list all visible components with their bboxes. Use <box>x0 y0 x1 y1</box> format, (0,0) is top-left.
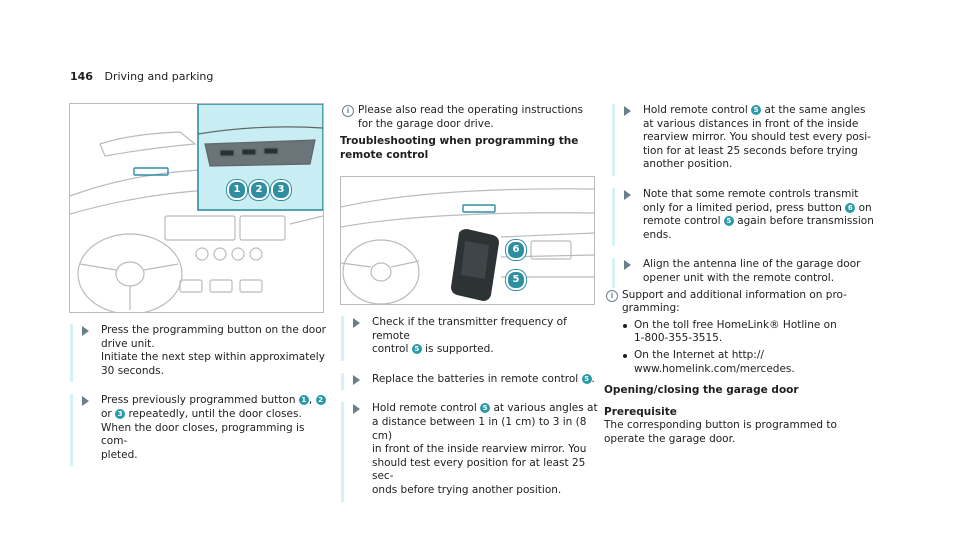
step-text: pleted. <box>101 448 138 461</box>
number-badge: 5 <box>411 344 422 355</box>
step-text: Press the programming button on the door <box>101 324 326 336</box>
note: i Support and additional information on … <box>604 289 874 316</box>
bullet-icon <box>623 353 627 358</box>
number-badge: 5 <box>480 403 491 414</box>
number-badge: 5 <box>581 373 592 384</box>
instruction-step: Hold remote control 5 at the same angles… <box>612 104 874 176</box>
number-badge: 1 <box>298 395 309 406</box>
section-title: Driving and parking <box>104 70 214 83</box>
step-arrow-icon <box>624 106 631 116</box>
paragraph: The corresponding button is programmed t… <box>604 419 837 432</box>
instruction-step: Align the antenna line of the garage doo… <box>612 258 874 288</box>
step-arrow-icon <box>624 260 631 271</box>
number-badge: 3 <box>115 408 126 419</box>
callout-3: 3 <box>271 180 291 200</box>
bullet-icon <box>623 323 627 328</box>
step-arrow-icon <box>82 326 89 336</box>
note: i Please also read the operating instruc… <box>340 104 600 131</box>
callout-6: 6 <box>506 240 526 260</box>
instruction-step: Press the programming button on the door… <box>70 324 332 383</box>
paragraph: operate the garage door. <box>604 432 736 445</box>
section-heading: Troubleshooting when programming the <box>340 135 579 148</box>
number-badge: 5 <box>751 105 762 115</box>
number-badge: 5 <box>723 216 734 227</box>
callout-1: 1 <box>227 180 247 200</box>
cabin-illustration <box>341 188 594 304</box>
instruction-step: Press previously programmed button 1, 2 … <box>70 394 332 467</box>
list-item: On the toll free HomeLink® Hotline on 1-… <box>604 319 874 346</box>
page-number: 146 <box>70 70 93 83</box>
figure-remote-control: 6 5 <box>340 176 595 305</box>
step-text: Initiate the next step within approximat… <box>101 351 325 364</box>
subheading: Prerequisite <box>604 405 677 418</box>
step-arrow-icon <box>353 374 360 385</box>
link-text[interactable]: www.homelink.com/mercedes. <box>634 362 795 375</box>
column-1-text: Press the programming button on the door… <box>62 324 332 467</box>
list-item: On the Internet at http:// www.homelink.… <box>604 349 874 376</box>
callout-5: 5 <box>506 270 526 290</box>
info-icon: i <box>606 289 618 302</box>
section-heading: remote control <box>340 148 429 161</box>
instruction-step: Check if the transmitter frequency of re… <box>341 316 603 361</box>
instruction-step: Replace the batteries in remote control … <box>341 372 603 391</box>
step-text: or 3 repeatedly, until the door closes. <box>101 407 302 420</box>
section-heading: Opening/closing the garage door <box>604 384 799 397</box>
step-arrow-icon <box>82 396 89 407</box>
column-2-text-top: i Please also read the operating instruc… <box>340 104 600 162</box>
page-header: 146 Driving and parking <box>70 70 213 83</box>
step-text: 30 seconds. <box>101 364 164 377</box>
step-arrow-icon <box>353 318 360 328</box>
dashboard-illustration <box>70 104 323 312</box>
number-badge: 2 <box>315 395 326 406</box>
info-icon: i <box>342 105 354 117</box>
column-2-text-bottom: Check if the transmitter frequency of re… <box>333 316 603 502</box>
callout-2: 2 <box>249 180 269 200</box>
step-text: When the door closes, programming is com… <box>101 421 305 448</box>
step-arrow-icon <box>624 189 631 200</box>
column-3-text: Hold remote control 5 at the same angles… <box>604 104 874 446</box>
step-arrow-icon <box>353 404 360 415</box>
number-badge: 6 <box>845 202 856 213</box>
figure-overhead-control-panel: 1 2 3 <box>69 103 324 313</box>
instruction-step: Hold remote control 5 at various angles … <box>341 402 603 502</box>
step-text: drive unit. <box>101 337 155 350</box>
step-text: Press previously programmed button 1, 2 <box>101 394 332 408</box>
instruction-step: Note that some remote controls transmit … <box>612 187 874 247</box>
